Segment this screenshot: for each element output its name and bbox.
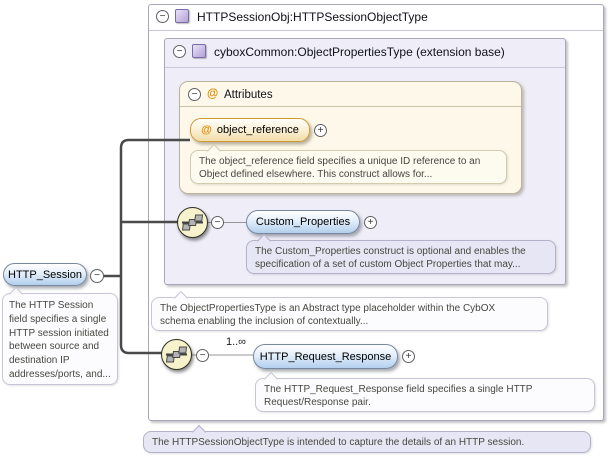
minus-glyph: − <box>176 45 183 57</box>
attribute-icon: @ <box>201 123 212 136</box>
sequence-glyph <box>182 214 203 231</box>
annotation-line: The HTTP_Request_Response field specifie… <box>264 384 533 395</box>
annotation-line: between source and <box>9 341 100 353</box>
expand-icon[interactable]: + <box>364 216 377 229</box>
collapse-icon[interactable]: − <box>173 45 186 58</box>
annotation-line: field specifies a single <box>9 313 107 325</box>
annotation-line: The HTTP Session <box>9 300 94 311</box>
sequence-compositor-icon[interactable] <box>161 339 192 370</box>
sequence-glyph <box>166 346 187 363</box>
element-label: HTTP_Request_Response <box>259 350 392 363</box>
annotation-line: The Custom_Properties construct is optio… <box>255 246 526 257</box>
element-pill-http-session[interactable]: HTTP_Session <box>3 263 87 286</box>
attribute-pill-object-reference[interactable]: @ object_reference <box>190 118 310 142</box>
sequence-compositor-icon[interactable] <box>177 207 208 238</box>
annotation-line: addresses/ports, and... <box>9 368 111 380</box>
attributes-title: Attributes <box>224 89 273 101</box>
annotation-object-reference: The object_reference field specifies a u… <box>190 143 507 184</box>
collapse-icon[interactable]: − <box>156 10 169 23</box>
expand-icon[interactable]: + <box>402 350 415 363</box>
minus-glyph: − <box>159 10 166 22</box>
annotation-line: Object defined elsewhere. This construct… <box>199 169 433 180</box>
plus-glyph: + <box>367 216 374 228</box>
element-pill-custom-properties[interactable]: Custom_Properties <box>246 210 360 234</box>
collapse-icon[interactable]: − <box>90 269 104 283</box>
annotation-line: specification of a set of custom Object … <box>255 259 521 270</box>
expand-icon[interactable]: + <box>314 124 327 137</box>
annotation-line: schema enabling the inclusion of context… <box>160 316 369 327</box>
type-box-title: HTTPSessionObj:HTTPSessionObjectType <box>197 10 428 24</box>
plus-glyph: + <box>405 350 412 362</box>
collapse-icon[interactable]: − <box>188 88 201 101</box>
annotation-objectpropertiestype: The ObjectPropertiesType is an Abstract … <box>151 290 548 331</box>
minus-glyph: − <box>94 270 100 281</box>
minus-glyph: − <box>199 349 206 361</box>
header-separator <box>149 30 603 31</box>
collapse-icon[interactable]: − <box>196 349 209 362</box>
complex-type-icon <box>192 44 206 58</box>
header-separator <box>165 67 565 68</box>
cardinality-label: 1..∞ <box>225 336 247 348</box>
complex-type-icon <box>175 9 189 23</box>
attribute-label: object_reference <box>216 124 299 136</box>
element-label: Custom_Properties <box>255 216 351 228</box>
annotation-http-session: The HTTP Session field specifies a singl… <box>2 286 118 385</box>
annotation-line: The HTTPSessionObjectType is intended to… <box>152 437 525 448</box>
extension-box-title: cyboxCommon:ObjectPropertiesType (extens… <box>214 45 505 59</box>
collapse-icon[interactable]: − <box>211 216 224 229</box>
annotation-http-request-response: The HTTP_Request_Response field specifie… <box>255 371 595 412</box>
annotation-httpsessionobjecttype: The HTTPSessionObjectType is intended to… <box>143 424 591 453</box>
annotation-line: destination IP <box>9 355 70 367</box>
element-label: HTTP_Session <box>8 268 82 281</box>
annotation-line: The ObjectPropertiesType is an Abstract … <box>160 303 496 314</box>
element-pill-http-request-response[interactable]: HTTP_Request_Response <box>253 344 398 369</box>
attribute-icon: @ <box>207 88 219 100</box>
annotation-custom-properties: The Custom_Properties construct is optio… <box>246 233 556 274</box>
annotation-line: Request/Response pair. <box>264 397 371 408</box>
minus-glyph: − <box>191 88 198 100</box>
plus-glyph: + <box>317 124 324 136</box>
header-separator <box>180 106 521 107</box>
annotation-line: The object_reference field specifies a u… <box>199 156 481 167</box>
annotation-line: HTTP session initiated <box>9 327 109 339</box>
minus-glyph: − <box>214 216 221 228</box>
